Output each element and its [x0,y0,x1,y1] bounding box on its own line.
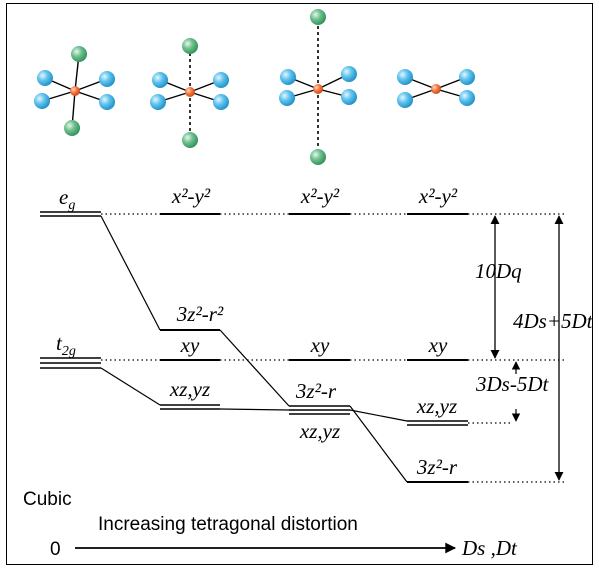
molecule-octahedral [34,46,115,136]
equatorial-ligand-atom [34,93,50,109]
label-distortion-caption: Increasing tetragonal distortion [98,514,358,535]
label-col1-x2y2: x²-y² [171,184,211,208]
equatorial-ligand-atom [213,72,229,88]
equatorial-ligand-atom [397,92,413,108]
label-col2-xy: xy [310,333,330,357]
metal-atom [313,84,323,94]
label-t2g: t2g [56,331,76,359]
label-4ds-5dt: 4Ds+5Dt [513,309,594,333]
equatorial-ligand-atom [37,70,53,86]
equatorial-ligand-atom [459,69,475,85]
label-axis-start: 0 [50,539,61,560]
label-3ds-5dt: 3Ds-5Dt [475,372,549,396]
label-col3-x2y2: x²-y² [418,184,458,208]
axial-ligand-atom [71,46,87,62]
correlation-lines [100,215,408,483]
equatorial-ligand-atom [279,90,295,106]
level-col1-xzyz [160,404,220,410]
dotted-guides [101,213,566,483]
label-eg: eg [59,185,75,213]
metal-atom [70,86,80,96]
label-10dq: 10Dq [475,259,522,283]
equatorial-ligand-atom [341,66,357,82]
molecule-square-planar [397,69,475,108]
level-col3-xzyz [407,420,468,426]
label-cubic: Cubic [23,489,72,510]
equatorial-ligand-atom [459,90,475,106]
label-col2-xzyz: xz,yz [299,419,340,443]
axial-ligand-atom [310,9,326,25]
equatorial-ligand-atom [152,72,168,88]
axial-ligand-atom [64,120,80,136]
label-col3-xy: xy [428,333,448,357]
axial-ligand-atom [310,149,326,165]
level-eg [40,211,101,217]
equatorial-ligand-atom [99,94,115,110]
label-col1-xzyz: xz,yz [169,377,210,401]
molecule-strongly-elongated-octahedral [279,9,357,165]
equatorial-ligand-atom [280,69,296,85]
label-col3-z2: 3z²-r [416,455,458,479]
label-col2-x2y2: x²-y² [300,184,340,208]
equatorial-ligand-atom [150,94,166,110]
label-axis-end: Ds ,Dt [461,536,518,560]
level-t2g [40,357,101,369]
label-col3-xzyz: xz,yz [416,394,457,418]
label-col1-xy: xy [180,333,200,357]
level-col2-z2-xzyz [289,405,350,415]
equatorial-ligand-atom [341,89,357,105]
equatorial-ligand-atom [213,94,229,110]
metal-atom [185,87,195,97]
label-col1-z2: 3z²-r² [176,302,224,326]
molecule-elongated-octahedral [150,38,229,148]
label-col2-z2: 3z²-r [295,379,337,403]
axial-ligand-atom [182,132,198,148]
equatorial-ligand-atom [99,71,115,87]
axial-ligand-atom [182,38,198,54]
metal-atom [431,84,441,94]
diagram-frame [6,3,593,565]
equatorial-ligand-atom [397,69,413,85]
